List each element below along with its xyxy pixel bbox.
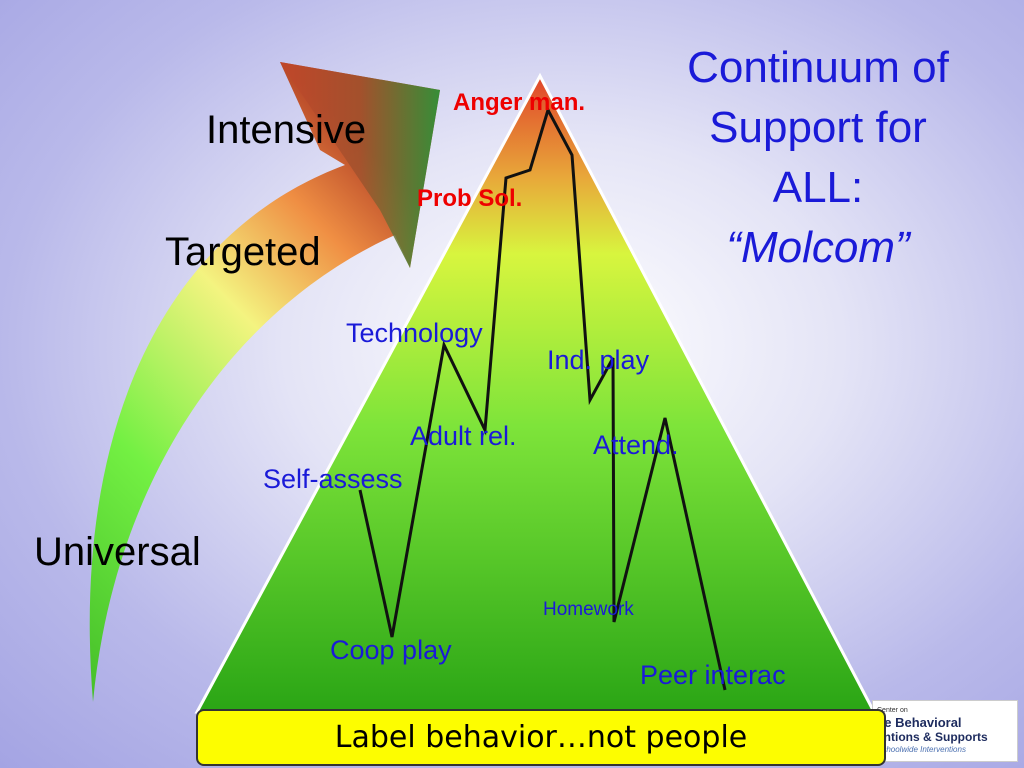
student-profile-line [358, 106, 727, 691]
title-line-3: ALL: [772, 163, 864, 212]
skill-technology: Technology [346, 318, 483, 348]
skill-coop-play: Coop play [330, 635, 452, 665]
skill-self-assess: Self-assess [263, 464, 403, 494]
logo-line-4: Schoolwide Interventions [877, 745, 966, 754]
skill-homework: Homework [543, 599, 634, 620]
skill-adult-relations: Adult rel. [410, 421, 517, 451]
skill-independent-play: Ind. play [547, 345, 650, 375]
bottom-banner: Label behavior…not people [196, 709, 886, 766]
logo-line-3: entions & Supports [877, 730, 988, 744]
skill-attend: Attend. [593, 430, 679, 460]
title-line-2: Support for [709, 103, 927, 152]
tier-intensive-label: Intensive [206, 108, 367, 152]
title-line-1: Continuum of [687, 43, 949, 92]
arrow-head [280, 62, 440, 268]
logo-line-2: ve Behavioral [877, 715, 962, 730]
skill-problem-solving: Prob Sol. [417, 185, 523, 212]
pbis-logo: Center on ve Behavioral entions & Suppor… [872, 700, 1018, 762]
banner-text: Label behavior…not people [334, 720, 748, 755]
skill-peer-interaction: Peer interac [640, 660, 786, 690]
title-line-4: “Molcom” [726, 223, 910, 272]
curved-arrow [89, 62, 441, 702]
tier-universal-label: Universal [34, 530, 201, 574]
skill-anger-management: Anger man. [453, 89, 586, 116]
logo-line-1: Center on [877, 707, 908, 714]
slide-title: Continuum of Support for ALL: “Molcom” [648, 38, 988, 278]
tier-targeted-label: Targeted [165, 230, 321, 274]
